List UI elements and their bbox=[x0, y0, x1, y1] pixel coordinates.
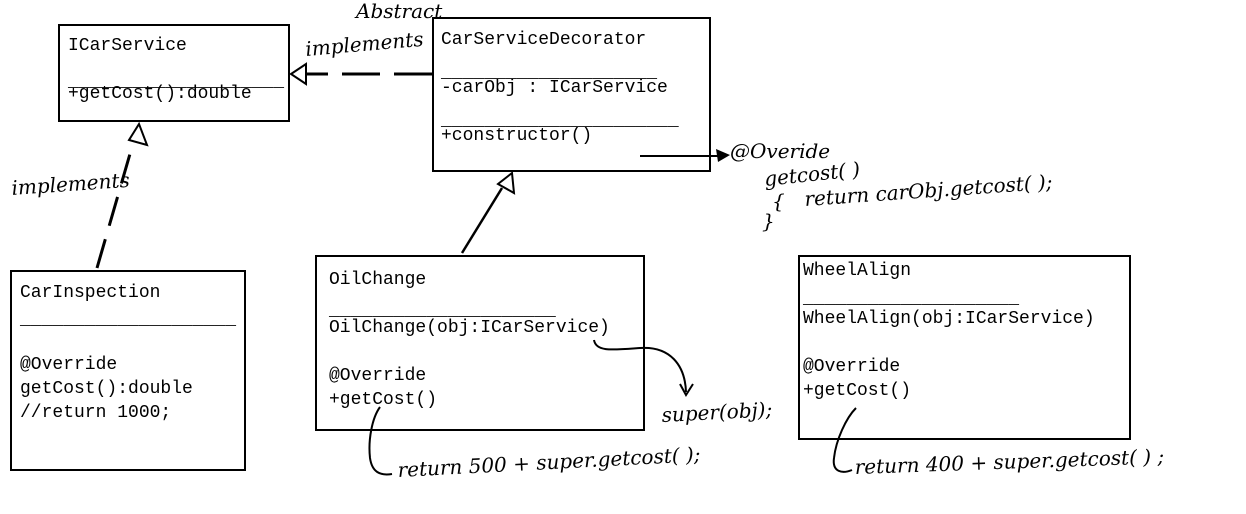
note-wheel-return: return 400 + super.getcost( ) ; bbox=[854, 444, 1164, 479]
note-implements-left: implements bbox=[11, 168, 131, 200]
class-constructor: WheelAlign(obj:ICarService) bbox=[803, 309, 1095, 329]
class-annotation: @Override bbox=[20, 355, 118, 375]
note-oil-return: return 500 + super.getcost( ); bbox=[397, 442, 701, 482]
class-name: OilChange bbox=[329, 270, 427, 290]
class-method: +getCost():double bbox=[68, 84, 252, 104]
super-call-arrowhead bbox=[679, 383, 694, 397]
class-separator: _____________________ bbox=[329, 301, 556, 321]
realization-line-inspection bbox=[95, 139, 136, 269]
generalization-arrowhead-oilchange bbox=[496, 171, 516, 195]
class-box-carinspection: CarInspection ____________________ @Over… bbox=[10, 270, 246, 471]
class-method: +constructor() bbox=[441, 126, 593, 146]
class-constructor: OilChange(obj:ICarService) bbox=[329, 318, 610, 338]
note-super-call: super(obj); bbox=[661, 397, 773, 427]
class-separator: ____________________ bbox=[441, 63, 658, 83]
realization-arrowhead-inspection bbox=[127, 121, 149, 147]
class-method: +getCost() bbox=[329, 390, 438, 410]
note-brace-close: } bbox=[762, 209, 775, 233]
class-separator: ____________________ bbox=[803, 289, 1020, 309]
realization-arrowhead-decorator bbox=[289, 62, 307, 86]
class-name: CarInspection bbox=[20, 283, 161, 303]
note-override: @Overide bbox=[730, 139, 830, 163]
note-brace-open: { bbox=[772, 189, 785, 213]
note-implements-top: implements bbox=[304, 27, 424, 61]
wheel-return-curve bbox=[832, 407, 857, 473]
class-separator: ____________________ bbox=[68, 72, 285, 92]
class-box-oilchange: OilChange _____________________ OilChang… bbox=[315, 255, 645, 431]
class-annotation: @Override bbox=[803, 357, 901, 377]
note-abstract: Abstract bbox=[354, 0, 443, 23]
generalization-line-oilchange bbox=[460, 187, 504, 254]
class-box-wheelalign: WheelAlign ____________________ WheelAli… bbox=[798, 255, 1131, 440]
class-separator: ____________________ bbox=[20, 310, 237, 330]
class-separator: ______________________ bbox=[441, 111, 679, 131]
class-box-icarservice: ICarService ____________________ +getCos… bbox=[58, 24, 290, 122]
oil-return-curve bbox=[368, 406, 393, 476]
class-comment: //return 1000; bbox=[20, 403, 172, 423]
super-call-curve bbox=[593, 339, 687, 393]
class-field: -carObj : ICarService bbox=[441, 78, 668, 98]
note-arrowhead bbox=[716, 149, 730, 162]
class-method: getCost():double bbox=[20, 379, 193, 399]
class-name: ICarService bbox=[68, 36, 187, 56]
class-name: WheelAlign bbox=[803, 261, 912, 281]
class-box-carservicedecorator: CarServiceDecorator ____________________… bbox=[432, 17, 711, 172]
class-method: +getCost() bbox=[803, 381, 912, 401]
class-name: CarServiceDecorator bbox=[441, 30, 647, 50]
class-annotation: @Override bbox=[329, 366, 427, 386]
